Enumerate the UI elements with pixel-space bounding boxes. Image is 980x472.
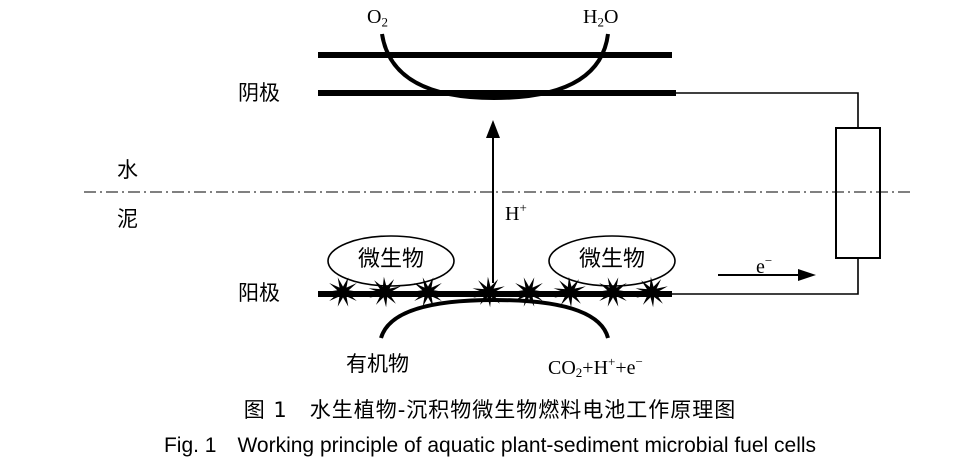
figure-caption-english: Fig. 1 Working principle of aquatic plan… [163,434,817,457]
electron-label: e− [756,253,773,278]
anode-reaction-arc [379,297,610,339]
figure-caption-chinese: 图 1 水生植物-沉积物微生物燃料电池工作原理图 [243,398,737,422]
bacteria-star [326,277,360,307]
anode-products-label: CO2+H++e− [548,354,643,381]
external-wire-top [676,92,859,128]
bacteria-star [553,276,587,308]
water-product-label: H2O [583,6,619,30]
cathode-reaction-arc [380,33,610,101]
microbe-label-left: 微生物 [358,247,425,272]
oxygen-label: O2 [367,6,388,30]
external-wire-bottom [672,258,859,295]
bacteria-star [368,276,402,308]
microbe-ellipse-left [327,235,455,287]
bacteria-star [635,276,669,308]
anode-label: 阳极 [238,281,280,305]
microbe-label-right: 微生物 [579,247,646,272]
proton-arrow-head [486,120,500,138]
bacteria-cluster [326,276,669,308]
electron-arrow-head [798,269,816,281]
bacteria-star [411,277,445,307]
bacteria-star [596,277,630,307]
bacteria-star [472,276,506,308]
load-resistor [835,127,881,259]
bacteria-star [512,277,546,307]
water-zone-label: 水 [117,158,138,182]
organic-matter-label: 有机物 [346,352,409,376]
mud-zone-label: 泥 [117,207,138,231]
proton-label: H+ [505,200,527,225]
cathode-label: 阴极 [238,81,280,105]
